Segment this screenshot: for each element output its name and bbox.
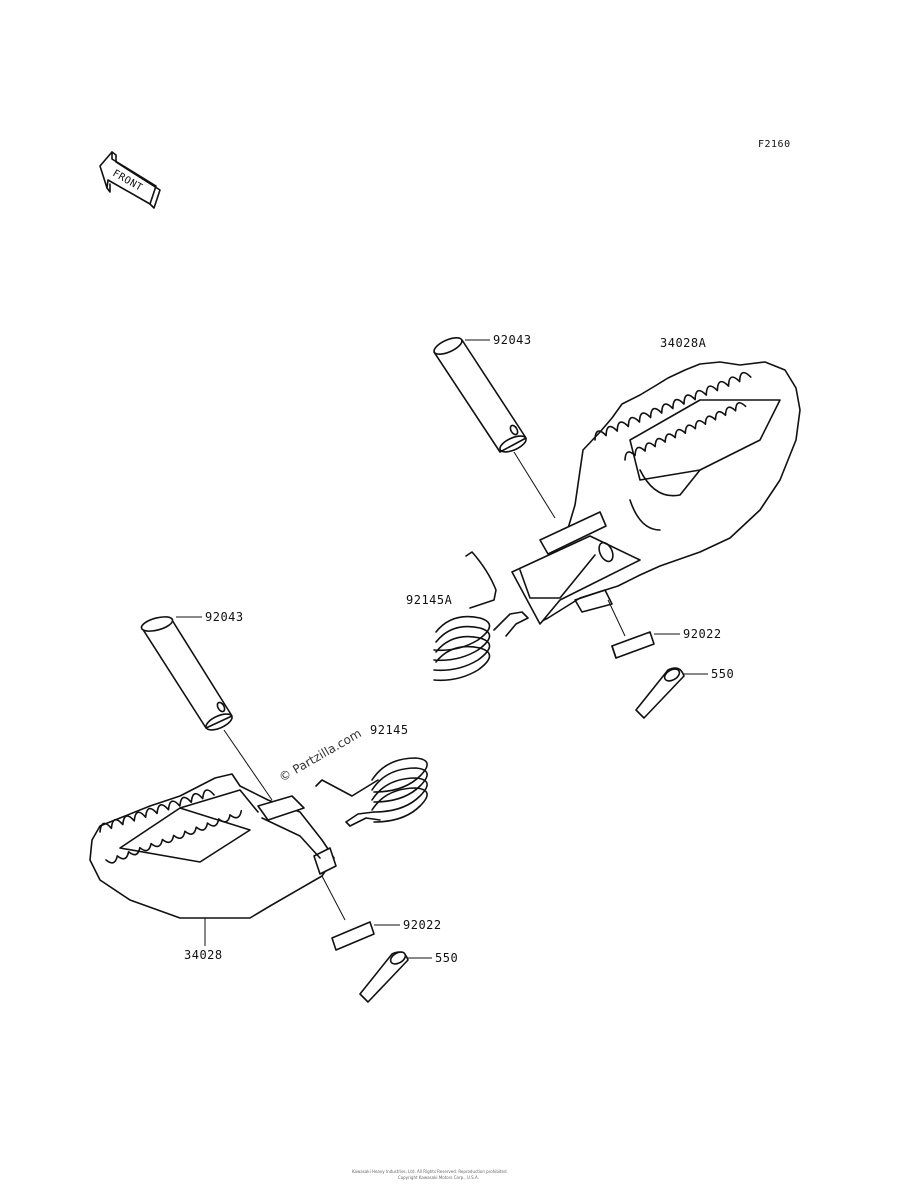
label-spring-right: 92145A xyxy=(406,593,453,607)
washer-left-part xyxy=(331,921,375,951)
label-pin-left: 92043 xyxy=(205,610,244,624)
washer-right-part xyxy=(611,631,655,659)
leader-washer-left-axis xyxy=(321,875,346,921)
leader-washer-right-axis xyxy=(607,599,626,637)
label-cotter-right: 550 xyxy=(711,667,734,681)
label-washer-right: 92022 xyxy=(683,627,722,641)
footer-copyright-line1: Kawasaki Heavy Industries, Ltd. All Righ… xyxy=(352,1169,508,1174)
pin-left-part xyxy=(140,616,233,731)
label-cotter-left: 550 xyxy=(435,951,458,965)
cotter-right-part xyxy=(635,667,685,719)
footpeg-right-part xyxy=(511,361,801,625)
label-footpeg-right: 34028A xyxy=(660,336,707,350)
footer-copyright-line2: Copyright Kawasaki Motors Corp., U.S.A. xyxy=(398,1175,479,1180)
cotter-left-part xyxy=(359,951,409,1003)
spring-left-part xyxy=(315,757,428,827)
leader-pin-right-axis xyxy=(513,451,556,519)
label-pin-right: 92043 xyxy=(493,333,532,347)
footpeg-left-part xyxy=(89,773,337,919)
diagram-code: F2160 xyxy=(758,139,791,150)
label-footpeg-left: 34028 xyxy=(184,948,223,962)
spring-right-part xyxy=(433,551,529,682)
label-washer-left: 92022 xyxy=(403,918,442,932)
front-arrow-icon: FRONT xyxy=(99,151,161,209)
label-spring-left: 92145 xyxy=(370,723,409,737)
pin-right-part xyxy=(433,336,527,453)
watermark: © Partzilla.com xyxy=(277,726,364,784)
leader-pin-left-axis xyxy=(223,729,273,801)
